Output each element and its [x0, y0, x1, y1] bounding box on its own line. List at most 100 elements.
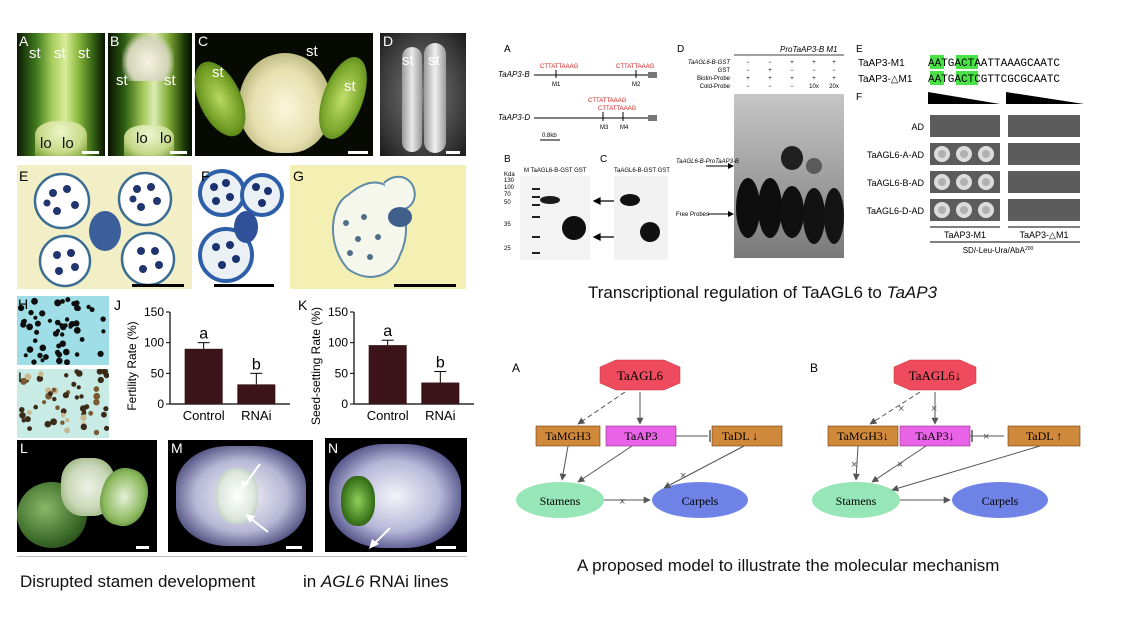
scale-bar — [394, 284, 456, 287]
marker-label: 100 — [504, 185, 515, 191]
emsa-row-value: + — [832, 76, 836, 82]
emsa-row-value: + — [790, 60, 794, 66]
bar — [184, 348, 223, 404]
scale-bar — [170, 151, 187, 154]
scale-bar — [214, 284, 274, 287]
tagl6-text: TaAGL6↓ — [909, 368, 962, 383]
panel-label-m: M — [171, 440, 183, 456]
y1h-plate — [1008, 143, 1080, 165]
y1h-row-label: AD — [911, 122, 924, 132]
y1h-row-label: TaAGL6-D-AD — [866, 206, 924, 216]
scale-bar — [286, 546, 302, 549]
motif-label: CTTATTAAAG — [588, 98, 627, 104]
dl-text: TaDL ↓ — [722, 429, 758, 443]
model-figure: A TaAGL6 TaMGH3 TaAP3 TaDL ↓ Stamens Car… — [512, 359, 1081, 518]
emsa-row-value: − — [790, 84, 794, 90]
emsa-row-value: + — [768, 68, 772, 74]
panel-label-n: N — [328, 440, 339, 456]
tagl6-text: TaAGL6 — [617, 368, 664, 383]
stamen-label: st — [402, 52, 414, 69]
emsa-row-value: − — [746, 60, 750, 66]
motif-label: CTTATTAAAG — [616, 64, 655, 70]
y-tick-label: 50 — [335, 366, 349, 380]
carpels-text: Carpels — [982, 494, 1019, 508]
arrow-icon — [245, 514, 269, 533]
y1h-row-label: TaAGL6-B-AD — [867, 178, 925, 188]
y-tick-label: 150 — [144, 305, 164, 319]
gene-label: TaAP3-B — [498, 70, 530, 79]
m3-label: M3 — [600, 125, 609, 131]
bar — [368, 345, 407, 404]
model-b-label: B — [810, 361, 818, 375]
kda-label: Kda — [504, 172, 515, 178]
arrow-icon — [240, 463, 261, 490]
y1h-plate — [1008, 115, 1080, 137]
emsa-panel-e-label: E — [856, 44, 863, 55]
left-caption-part2: in AGL6 RNAi lines — [303, 572, 449, 591]
arrow-icon — [369, 527, 391, 549]
panel-label-b: B — [110, 33, 120, 49]
stamens-text: Stamens — [540, 494, 581, 508]
photo-panel-c — [184, 33, 377, 156]
free-probe-label: Free Probes — [676, 212, 709, 218]
y-tick-label: 100 — [144, 336, 164, 350]
stamen-label: st — [54, 45, 66, 62]
emsa-row-value: + — [832, 60, 836, 66]
lodicule-label: lo — [62, 135, 74, 152]
y-tick-label: 50 — [151, 366, 165, 380]
scale-bar — [132, 284, 184, 287]
seq1-name: TaAP3-M1 — [858, 58, 905, 69]
scale-bar — [136, 546, 149, 549]
x-tick-label: RNAi — [241, 408, 271, 423]
stamens-text: Stamens — [836, 494, 877, 508]
marker-label: 50 — [504, 200, 511, 206]
emsa-row-value: − — [768, 60, 772, 66]
emsa-row-value: + — [812, 60, 816, 66]
panel-label-h: H — [18, 296, 29, 312]
emsa-row-value: + — [790, 76, 794, 82]
y-tick-label: 150 — [328, 305, 348, 319]
photo-panel-a — [17, 33, 105, 156]
panel-label-e: E — [19, 168, 29, 184]
x-tick-label: RNAi — [425, 408, 455, 423]
pollen-panel-h — [17, 296, 109, 366]
marker-label: 70 — [504, 192, 511, 198]
svg-text:×: × — [680, 470, 686, 482]
emsa-row-value: − — [746, 68, 750, 74]
right-top-caption: Transcriptional regulation of TaAGL6 to … — [588, 283, 938, 302]
significance-label: b — [252, 356, 261, 373]
panel-label-g: G — [293, 168, 304, 184]
mgh3-text: TaMGH3↓ — [837, 429, 889, 443]
probe-title: ProTaAP3-B M1 — [780, 45, 838, 54]
emsa-panel-c-label: C — [600, 154, 607, 165]
y1h-plate — [930, 115, 1000, 137]
emsa-row-label: GST — [718, 68, 731, 74]
svg-text:×: × — [619, 496, 625, 508]
emsa-row-label: TaAGL6-B-GST — [688, 60, 731, 66]
photo-panel-l — [17, 440, 157, 552]
y1h-plate — [1008, 199, 1080, 221]
stamen-label: st — [212, 64, 224, 81]
motif-label: CTTATTAAAG — [540, 64, 579, 70]
stamen-label: st — [164, 72, 176, 89]
section-panel-g — [290, 165, 466, 289]
emsa-row-label: Biotin-Probe — [697, 76, 731, 82]
section-panel-f — [196, 165, 286, 289]
emsa-row-value: 20x — [829, 84, 839, 90]
svg-text:×: × — [898, 403, 904, 415]
complex-label: TaAGL6-B-ProTaAP3-B — [676, 159, 739, 165]
tagl6-node — [893, 359, 977, 391]
lodicule-label: lo — [160, 130, 172, 147]
significance-label: a — [199, 326, 208, 343]
gel-header: TaAGL6-B-GST GST — [614, 168, 670, 174]
bar — [421, 382, 460, 404]
marker-label: 25 — [504, 246, 511, 252]
stamen-label: st — [306, 43, 318, 60]
svg-text:×: × — [851, 459, 857, 471]
panel-label-a: A — [19, 33, 29, 49]
left-caption-part1: Disrupted stamen development — [20, 572, 256, 591]
emsa-row-value: − — [832, 68, 836, 74]
emsa-row-value: − — [790, 68, 794, 74]
ap3-text: TaAP3 — [624, 429, 657, 443]
y1h-col: TaAP3-△M1 — [1020, 230, 1069, 240]
